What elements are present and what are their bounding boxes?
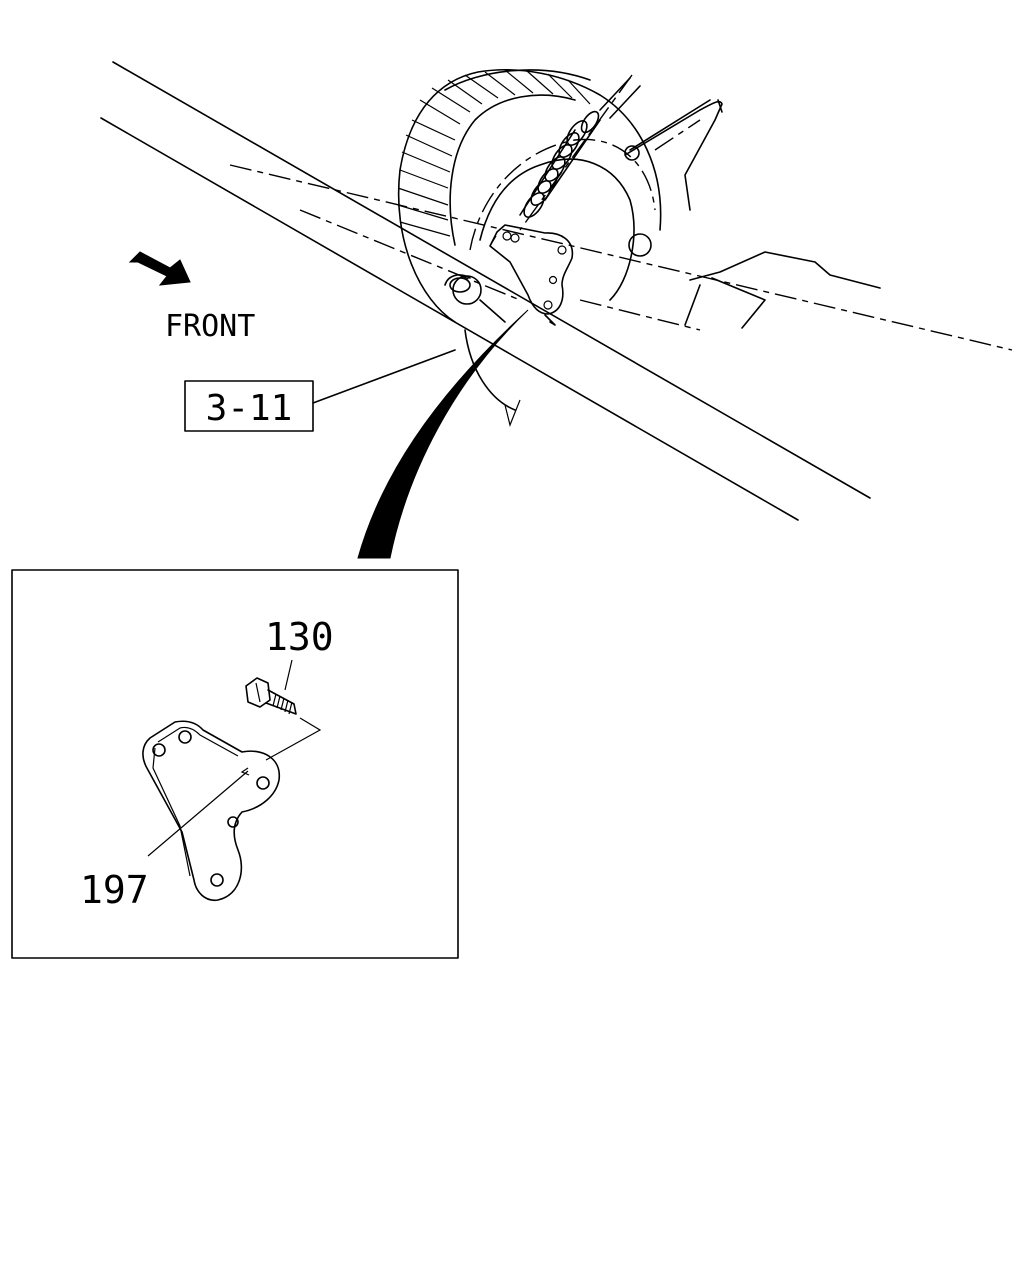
bolt-thread [272,693,293,715]
drum-hub-bolt [628,233,652,257]
bracket-hole-3 [256,776,270,790]
axle-end-fittings [444,274,556,326]
front-direction-indicator: FRONT [128,251,255,344]
drum-ribs [397,69,591,237]
bracket-part[interactable]: 197 [80,720,280,912]
detail-inset: 130 197 [11,569,459,959]
cable-support-arm [624,99,723,211]
detail-magnifier-leader [357,309,529,559]
axle-centerline [229,164,1013,351]
reference-box [184,380,314,432]
bolt-part[interactable]: 130 [245,615,334,761]
front-label: FRONT [165,309,255,344]
brake-drum [397,69,662,427]
bracket-outline [142,720,280,902]
housing-right [579,251,881,331]
bracket-hole-2 [178,730,192,744]
bracket-leader-line [147,770,249,857]
main-assembly-illustration [100,61,1013,521]
bracket-hole-5 [210,873,224,887]
reference-label: 3-11 [206,388,293,429]
mounted-bracket [489,224,574,315]
axle-tube-lines [100,61,871,521]
bolt-part-number: 130 [265,615,334,659]
bolt-head [245,677,271,708]
bolt-leader-line [284,659,293,691]
bolt-install-line [265,717,322,761]
bracket-part-number: 197 [80,868,149,912]
front-arrow-icon [128,251,191,286]
reference-leader-line [312,349,456,404]
detail-frame [11,569,459,959]
cable-boot-bellows [523,110,600,218]
reference-callout[interactable]: 3-11 [184,349,456,432]
bracket-hole-4 [227,816,239,828]
brake-cable [519,74,641,231]
bracket-hole-1 [152,743,166,757]
